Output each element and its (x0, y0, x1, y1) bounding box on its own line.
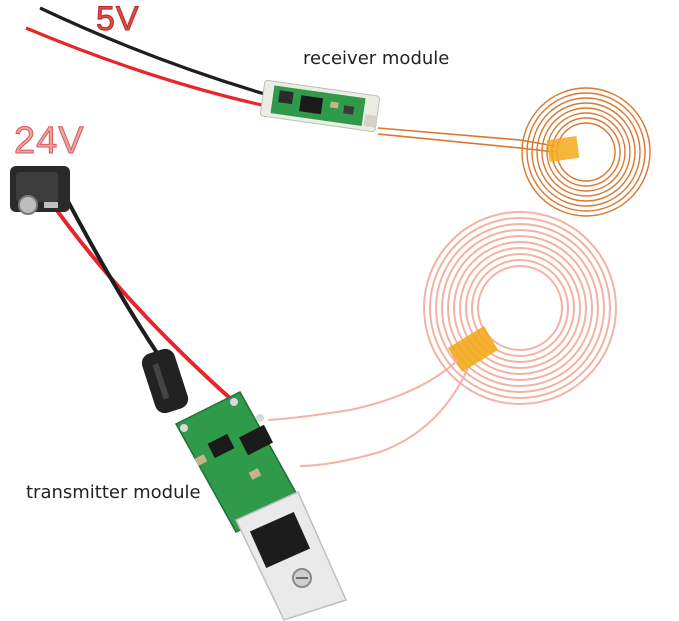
receiver-coil (521, 87, 651, 217)
transmitter-pcb (174, 391, 302, 533)
receiver-module-label: receiver module (303, 48, 450, 69)
input-voltage-label: 24V (14, 120, 85, 163)
transmitter-coil-leads (267, 359, 469, 467)
inductor-icon (141, 348, 189, 414)
transmitter-input-wires (46, 189, 234, 402)
dc-jack-connector-icon (10, 166, 70, 215)
receiver-wires (25, 6, 269, 108)
transmitter-coil (423, 211, 617, 405)
receiver-pcb (259, 79, 381, 133)
transmitter-module-label: transmitter module (26, 482, 201, 503)
output-voltage-label: 5V (96, 0, 140, 39)
voltage-regulator-icon (234, 491, 348, 621)
